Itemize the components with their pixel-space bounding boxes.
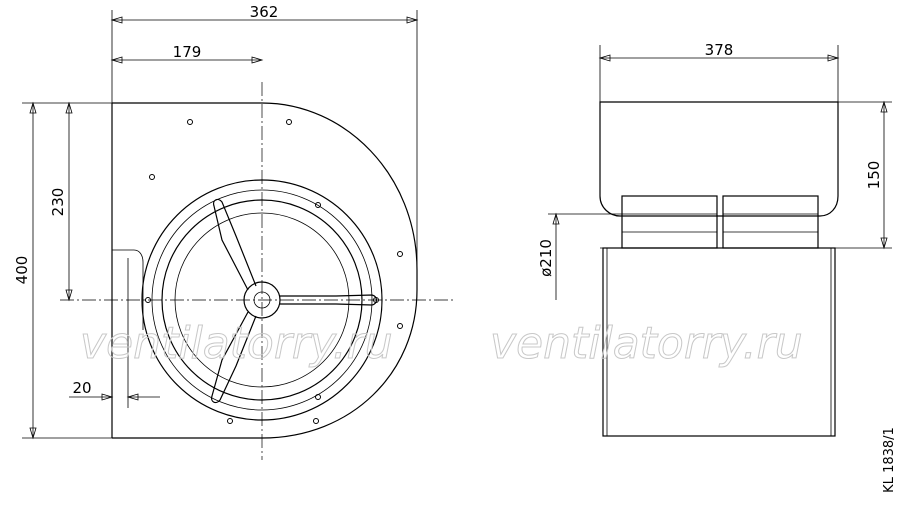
watermark-left: ventilatorry.ru [80,318,393,369]
impeller-right [722,195,819,249]
dim-width-total: 362 [110,3,419,270]
watermark-right: ventilatorry.ru [490,318,803,369]
dim-label-378: 378 [705,41,734,59]
drawing-code: KL 1838/1 [882,427,897,493]
dim-height-total: 400 [13,101,112,440]
dim-inlet-diameter: ø210 [537,212,622,300]
dim-label-20: 20 [72,379,91,397]
side-view: 378 150 ø210 [537,41,892,437]
volute-outline [112,102,418,439]
dim-label-400: 400 [13,256,31,285]
dim-label-179: 179 [173,43,202,61]
impeller-left [621,195,718,249]
dim-side-width: 378 [598,41,840,102]
dim-height-center: 230 [49,101,73,302]
dim-label-150: 150 [865,161,883,190]
dim-side-height: 150 [838,100,892,250]
dim-inlet-offset: 20 [69,379,160,408]
outlet-flange [112,249,144,330]
dim-label-362: 362 [250,3,279,21]
dim-width-half: 179 [110,43,264,64]
support-arms [211,198,378,404]
side-housing-top [599,101,839,217]
dim-label-210: ø210 [537,239,555,277]
dim-label-230: 230 [49,188,67,217]
front-view: 362 179 400 230 20 [13,3,455,460]
